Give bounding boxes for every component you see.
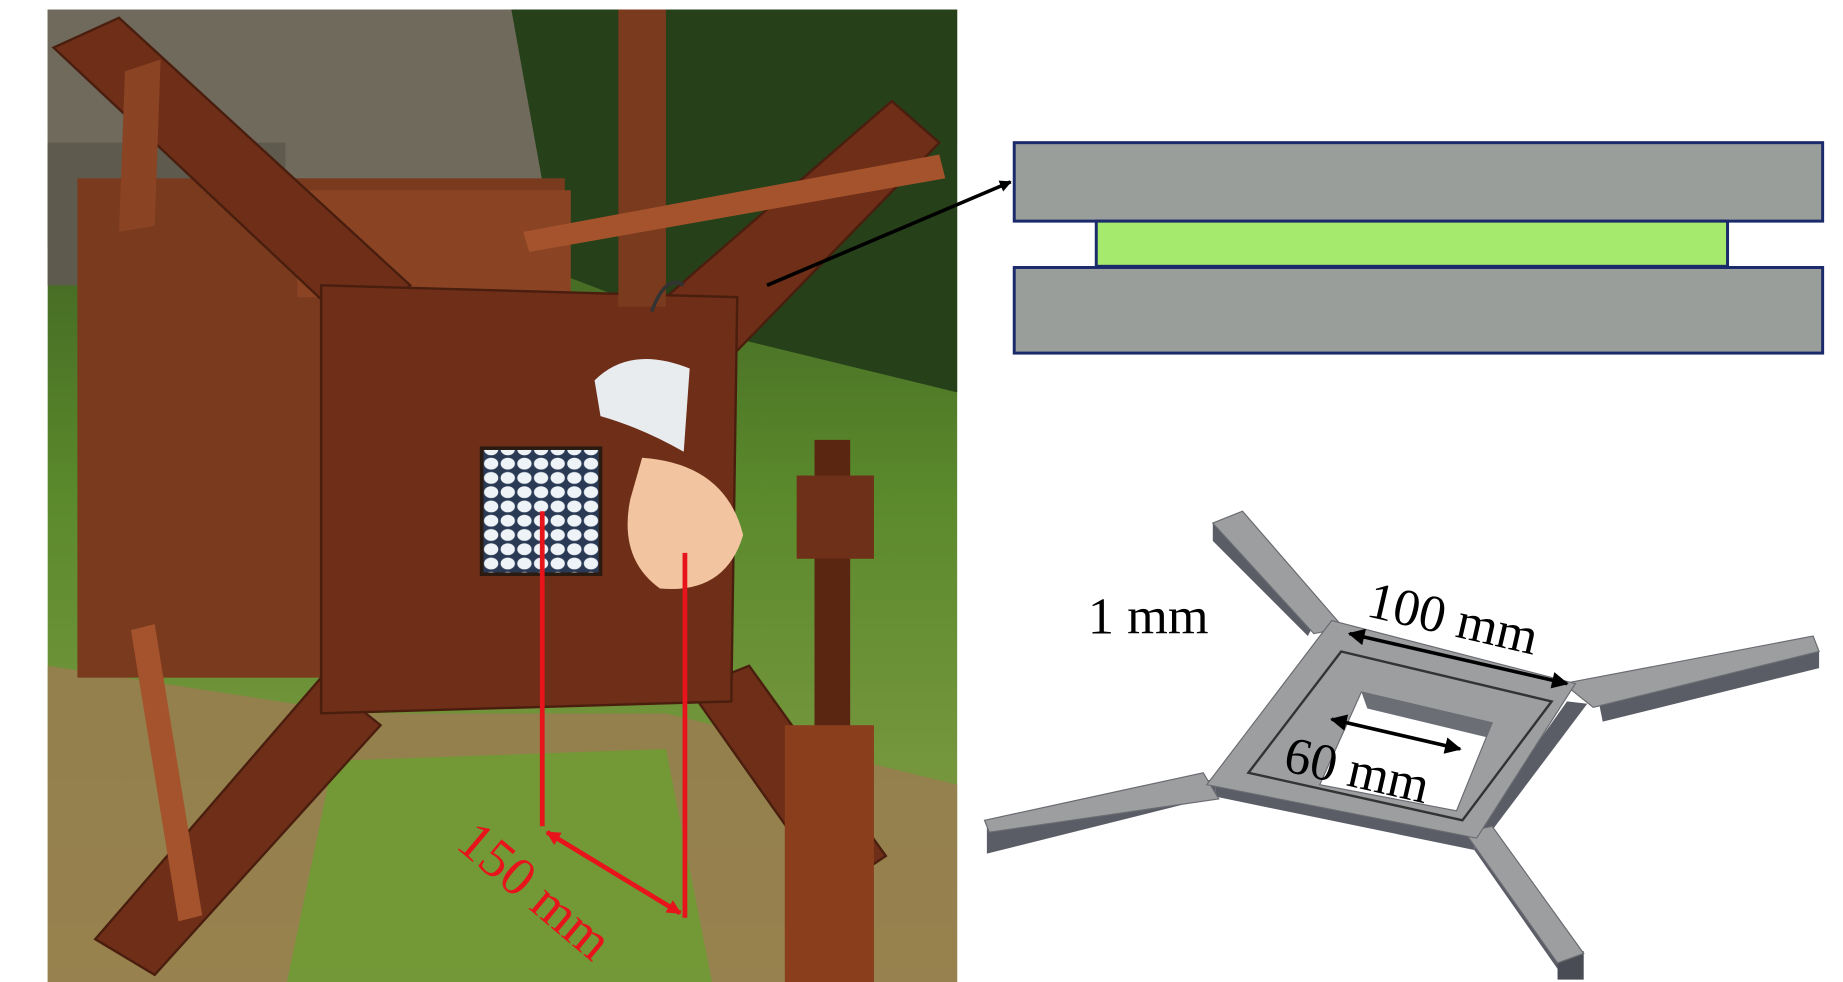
core-layer [1094, 219, 1730, 268]
bottom-plate [1012, 266, 1825, 355]
sandwich-panel-diagram [1012, 141, 1825, 355]
charge-bag [594, 280, 744, 590]
thickness-label: 1 mm [1088, 588, 1209, 646]
screw-jack [784, 439, 874, 982]
outer-dimension-arrow [1347, 628, 1569, 689]
rod [523, 154, 946, 253]
test-rig-photo: 150 mm [47, 9, 1012, 982]
top-plate [1012, 141, 1825, 223]
inner-dimension-arrow [1330, 714, 1462, 754]
vertical-post [618, 9, 666, 307]
frame-3d-model: 1 mm 100 mm 60 mm [983, 510, 1820, 980]
callout-arrow [766, 180, 1012, 287]
